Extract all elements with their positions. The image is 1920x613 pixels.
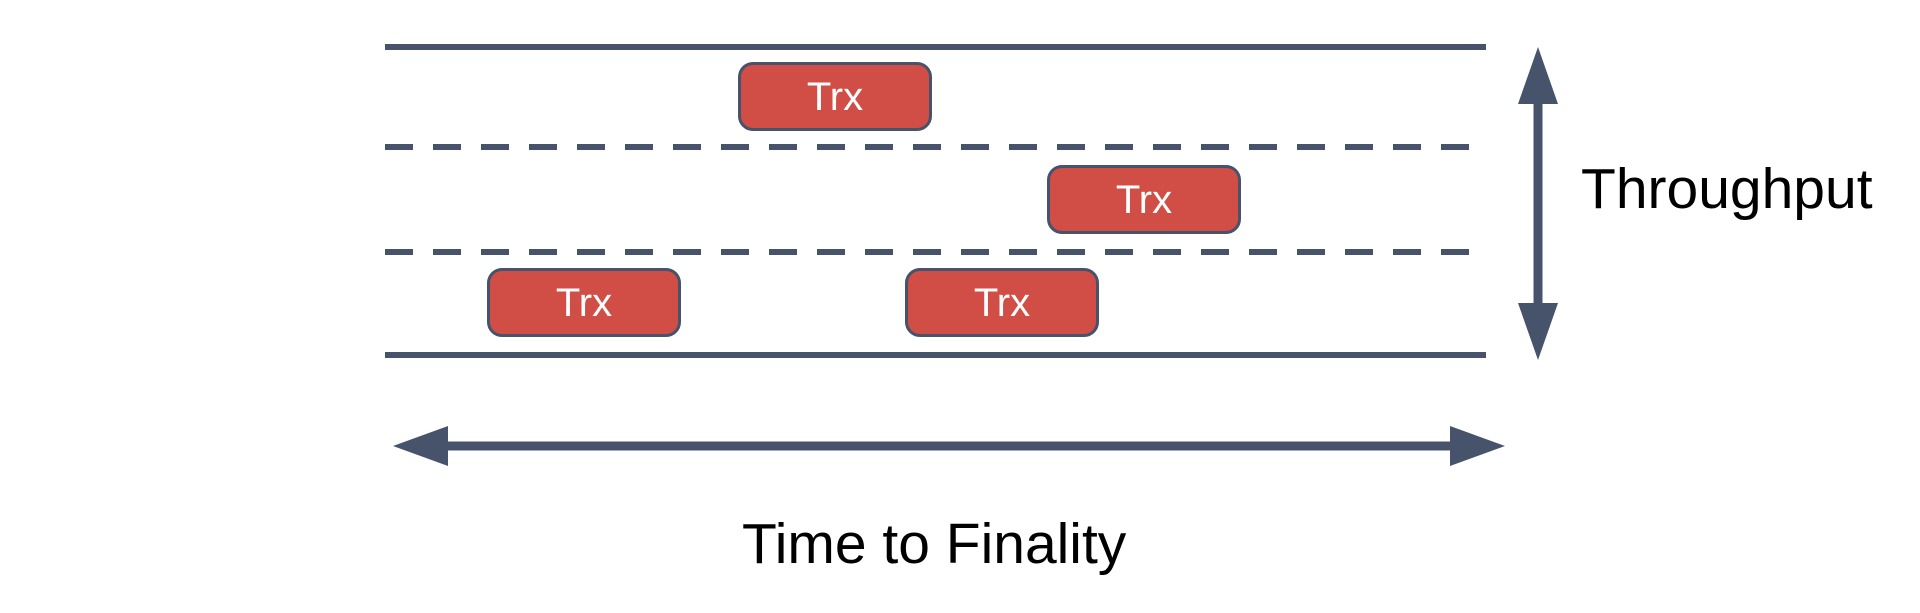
throughput-label: Throughput: [1581, 157, 1873, 221]
transaction-box: Trx: [738, 62, 932, 131]
transaction-box: Trx: [487, 268, 681, 337]
time-to-finality-label: Time to Finality: [742, 512, 1127, 576]
lane-divider-1: [385, 144, 1486, 150]
road-top-line: [385, 44, 1486, 50]
transaction-box: Trx: [905, 268, 1099, 337]
lane-divider-2: [385, 249, 1486, 255]
transaction-label: Trx: [1115, 177, 1173, 222]
transaction-label: Trx: [806, 74, 864, 119]
transaction-label: Trx: [555, 280, 613, 325]
transaction-label: Trx: [973, 280, 1031, 325]
throughput-arrow-icon: [1518, 47, 1558, 360]
transaction-box: Trx: [1047, 165, 1241, 234]
time-to-finality-arrow-icon: [393, 426, 1505, 466]
road-bottom-line: [385, 352, 1486, 358]
